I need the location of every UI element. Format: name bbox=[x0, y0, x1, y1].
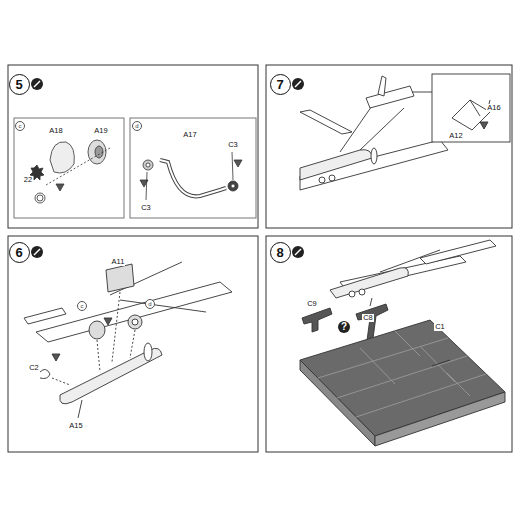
part-label: A19 bbox=[93, 127, 108, 135]
step-number: 7 bbox=[276, 78, 283, 91]
step-number-circle: 6 bbox=[9, 242, 30, 263]
part-label: A12 bbox=[448, 132, 463, 140]
view-letter: c bbox=[77, 301, 87, 311]
step-number: 8 bbox=[276, 246, 283, 259]
step-number: 5 bbox=[15, 78, 22, 91]
step-number-circle: 8 bbox=[270, 242, 291, 263]
step-number-circle: 5 bbox=[9, 74, 30, 95]
part-label: A15 bbox=[68, 422, 83, 430]
view-letter: d bbox=[145, 299, 155, 309]
part-label: C2 bbox=[28, 364, 40, 372]
part-label: C1 bbox=[434, 323, 446, 331]
query-symbol: ? bbox=[338, 321, 350, 333]
part-label: C8 bbox=[362, 314, 374, 322]
part-label: A16 bbox=[486, 104, 501, 112]
step-number-circle: 7 bbox=[270, 74, 291, 95]
part-label: A17 bbox=[182, 131, 197, 139]
part-label: C3 bbox=[227, 141, 239, 149]
part-label: C3 bbox=[140, 204, 152, 212]
view-letter: d bbox=[132, 121, 142, 131]
part-label: 22 bbox=[23, 176, 33, 184]
part-label: A18 bbox=[48, 127, 63, 135]
part-label: C9 bbox=[306, 300, 318, 308]
step-number: 6 bbox=[15, 246, 22, 259]
view-letter: c bbox=[15, 121, 25, 131]
part-label: A11 bbox=[111, 258, 126, 266]
